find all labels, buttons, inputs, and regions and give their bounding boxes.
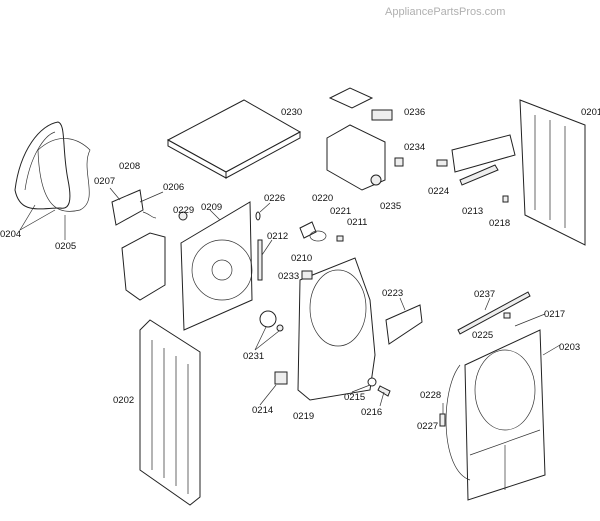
label-0217: 0217	[544, 309, 565, 320]
label-0235: 0235	[380, 201, 401, 212]
label-0228: 0228	[420, 390, 441, 401]
label-0219: 0219	[293, 411, 314, 422]
part-duct	[121, 232, 166, 301]
label-0218: 0218	[489, 218, 510, 229]
part-rear-panel	[180, 201, 253, 331]
label-0225: 0225	[472, 330, 493, 341]
part-front-bulkhead	[297, 257, 376, 401]
label-0214: 0214	[252, 405, 273, 416]
label-0202: 0202	[113, 395, 134, 406]
label-0209: 0209	[201, 202, 222, 213]
label-0234: 0234	[404, 142, 425, 153]
label-0227: 0227	[417, 421, 438, 432]
label-0213: 0213	[462, 206, 483, 217]
label-0224: 0224	[428, 186, 449, 197]
label-0231: 0231	[243, 351, 264, 362]
part-0216	[377, 385, 391, 397]
label-0230: 0230	[281, 107, 302, 118]
label-0215: 0215	[344, 392, 365, 403]
label-0210: 0210	[291, 253, 312, 264]
part-0211	[336, 235, 344, 242]
part-labels: 0230 0236 0201 0234 0208 0207 0206 0224 …	[0, 107, 600, 432]
label-0201: 0201	[581, 107, 600, 118]
part-idler-pulley	[259, 310, 284, 332]
part-door	[14, 121, 91, 212]
label-0237: 0237	[474, 289, 495, 300]
part-door-lock	[111, 189, 157, 226]
label-0221: 0221	[330, 206, 351, 217]
part-0229	[178, 211, 188, 221]
label-0223: 0223	[382, 288, 403, 299]
part-0225	[503, 312, 511, 319]
label-0204: 0204	[0, 229, 21, 240]
leader-lines	[19, 187, 561, 414]
part-0220	[299, 221, 317, 239]
part-0237	[457, 291, 531, 335]
part-0227	[439, 413, 446, 427]
part-front-panel	[445, 329, 546, 501]
label-0208: 0208	[119, 161, 140, 172]
part-0212	[257, 239, 263, 281]
part-side-panel-right	[519, 99, 586, 246]
label-0226: 0226	[264, 193, 285, 204]
label-0205: 0205	[55, 241, 76, 252]
part-0214	[274, 371, 288, 385]
watermark: AppliancePartsPros.com	[385, 6, 505, 18]
part-0233	[301, 270, 313, 280]
label-0212: 0212	[267, 231, 288, 242]
part-0221	[309, 230, 327, 242]
part-control-panel	[436, 134, 516, 203]
label-0211: 0211	[347, 217, 367, 228]
label-0216: 0216	[361, 407, 382, 418]
part-control-housing	[326, 87, 404, 191]
label-0220: 0220	[312, 193, 333, 204]
label-0207: 0207	[94, 176, 115, 187]
part-side-panel-left	[139, 319, 201, 506]
label-0233: 0233	[278, 271, 299, 282]
part-top-panel	[166, 99, 302, 179]
part-0215	[367, 377, 377, 387]
part-0226	[255, 211, 261, 221]
label-0203: 0203	[559, 342, 580, 353]
label-0236: 0236	[404, 107, 425, 118]
part-lint-filter	[385, 304, 423, 345]
label-0206: 0206	[163, 182, 184, 193]
label-0229: 0229	[173, 205, 194, 216]
